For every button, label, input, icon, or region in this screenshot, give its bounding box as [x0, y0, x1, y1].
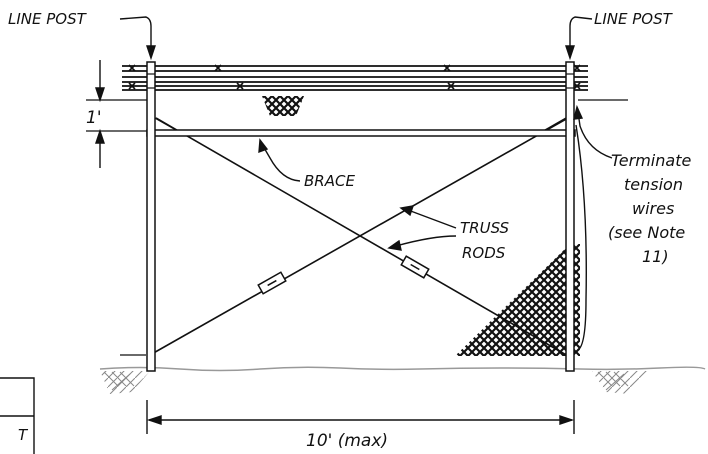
- soil-hatch-left: [100, 371, 150, 394]
- truss-rod-1: [149, 117, 569, 356]
- terminate-note-line1: Terminate: [611, 151, 691, 170]
- line-post-right: [565, 61, 575, 372]
- line-post-left-leader: [119, 16, 156, 61]
- truss-rods-label-line1: TRUSS: [460, 219, 510, 237]
- truss-rods-label-line2: RODS: [462, 244, 506, 262]
- brace-leader: [258, 138, 301, 182]
- line-post-left: [146, 61, 156, 372]
- horizontal-brace: [146, 129, 576, 137]
- brace-label: BRACE: [304, 172, 355, 190]
- table-fragment: [0, 377, 35, 454]
- terminate-note-line5: 11): [642, 247, 669, 266]
- brace-end-braces: [154, 117, 567, 131]
- fence-fabric-top-sample: [262, 96, 304, 116]
- span-dimension: [146, 400, 575, 434]
- truss-rod-2: [155, 117, 569, 357]
- barbs: [128, 64, 581, 90]
- truss-rods-leaders: [387, 205, 457, 251]
- terminate-note-line2: tension: [624, 175, 683, 194]
- height-dimension: [95, 60, 105, 168]
- soil-hatch-right: [592, 371, 648, 394]
- post-bands: [147, 73, 574, 89]
- span-dimension-label: 10' (max): [306, 431, 388, 451]
- height-dimension-label: 1': [86, 108, 102, 128]
- line-post-left-label: LINE POST: [8, 10, 88, 28]
- terminate-note-line4: (see Note: [608, 223, 685, 242]
- line-post-right-leader: [565, 16, 593, 61]
- line-post-right-label: LINE POST: [594, 10, 674, 28]
- turnbuckle-1: [257, 271, 287, 295]
- turnbuckle-2: [400, 255, 430, 279]
- tension-wires: [122, 65, 588, 91]
- dimension-extension-lines: [86, 99, 628, 356]
- terminate-note-line3: wires: [632, 199, 674, 218]
- terminate-note-leader: [573, 104, 613, 351]
- ground-line: [99, 366, 706, 372]
- table-fragment-text: T: [18, 426, 29, 444]
